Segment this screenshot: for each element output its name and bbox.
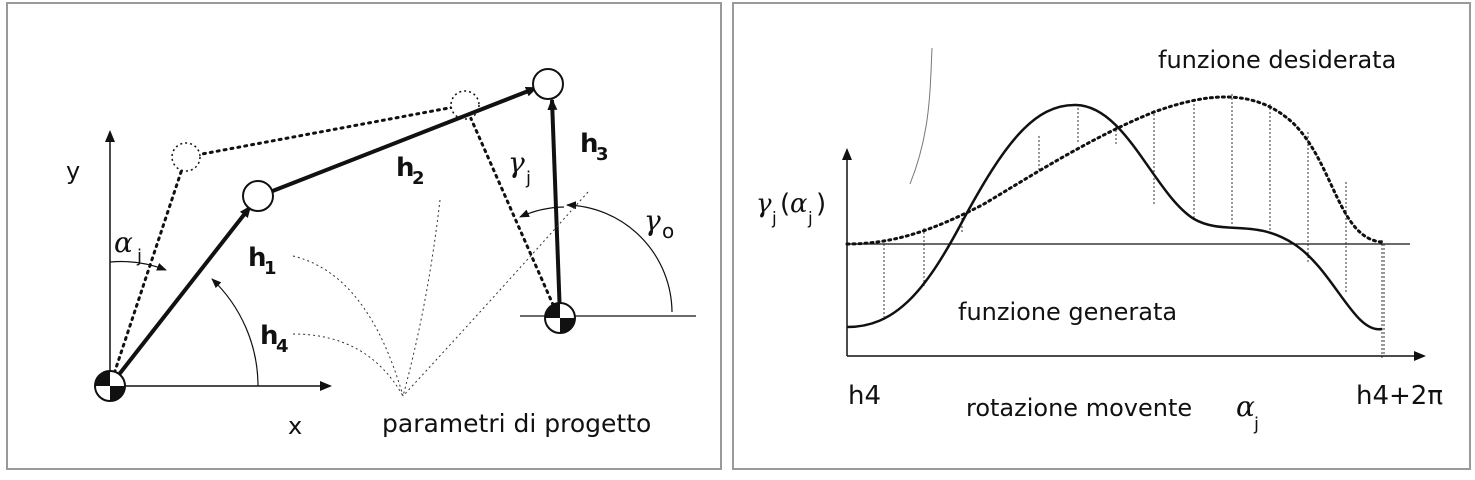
- gamma-0-label: γ: [644, 204, 661, 237]
- previous-linkage-position: [108, 103, 560, 388]
- linkage-diagram: y x α j h 1 h 2 h 3 h 4 γ j γ o parametr…: [66, 68, 696, 440]
- ground-pivot-right: [544, 302, 576, 334]
- svg-text:α: α: [790, 189, 808, 219]
- alpha-angle-arc: [109, 260, 167, 271]
- joint-a: [242, 180, 274, 212]
- x-end-label: h4+2π: [1356, 381, 1443, 411]
- desired-function-label: funzione desiderata: [1158, 46, 1396, 74]
- gamma0-angle-arc: [566, 201, 673, 313]
- alpha-j-label: α: [114, 226, 133, 259]
- generated-function-label: funzione generata: [958, 298, 1177, 326]
- h3-sub: 3: [596, 144, 609, 165]
- y-axis-label: y: [66, 157, 80, 185]
- generated-function-curve: [846, 103, 1383, 331]
- link-h2: [269, 86, 538, 194]
- function-plot-panel: funzione desiderata funzione generata γ …: [732, 2, 1471, 470]
- linkage-diagram-panel: y x α j h 1 h 2 h 3 h 4 γ j γ o parametr…: [6, 2, 722, 470]
- svg-text:j: j: [807, 209, 813, 229]
- gammaj-angle-arc: [519, 206, 565, 218]
- previous-joint-a: [171, 142, 201, 172]
- gamma-0-sub: o: [662, 219, 674, 243]
- h1-label: h: [248, 243, 267, 273]
- link-h1: [108, 205, 252, 388]
- h4-label: h: [260, 321, 279, 351]
- x-axis-alpha: α: [1236, 390, 1255, 423]
- svg-text:): ): [816, 189, 826, 219]
- alpha-j-sub: j: [136, 246, 142, 267]
- function-plot: funzione desiderata funzione generata γ …: [756, 46, 1443, 435]
- ground-pivot-left: [94, 370, 126, 402]
- h2-sub: 2: [412, 168, 425, 189]
- h2-label: h: [396, 153, 415, 183]
- gamma-j-label: γ: [508, 146, 525, 179]
- desired-function-curve: [845, 95, 1384, 246]
- scan-artifact: [909, 47, 933, 185]
- parameters-label: parametri di progetto: [382, 409, 651, 438]
- h3-label: h: [580, 129, 599, 159]
- svg-text:γ: γ: [756, 189, 772, 219]
- h4-sub: 4: [276, 336, 289, 357]
- joint-b: [532, 68, 564, 100]
- parameter-leaders: [292, 191, 589, 397]
- svg-text:j: j: [771, 209, 777, 229]
- svg-text:(: (: [780, 189, 790, 219]
- error-hatching: [883, 94, 1383, 360]
- x-axis-caption: rotazione movente: [966, 394, 1192, 422]
- gamma-j-sub: j: [525, 168, 531, 189]
- y-axis-label: γ j ( α j ): [756, 189, 826, 229]
- x-axis-alpha-sub: j: [1253, 414, 1259, 435]
- x-start-label: h4: [848, 381, 881, 411]
- x-axis-label: x: [288, 412, 302, 440]
- h4-angle-arc: [211, 278, 259, 387]
- h1-sub: 1: [264, 258, 277, 279]
